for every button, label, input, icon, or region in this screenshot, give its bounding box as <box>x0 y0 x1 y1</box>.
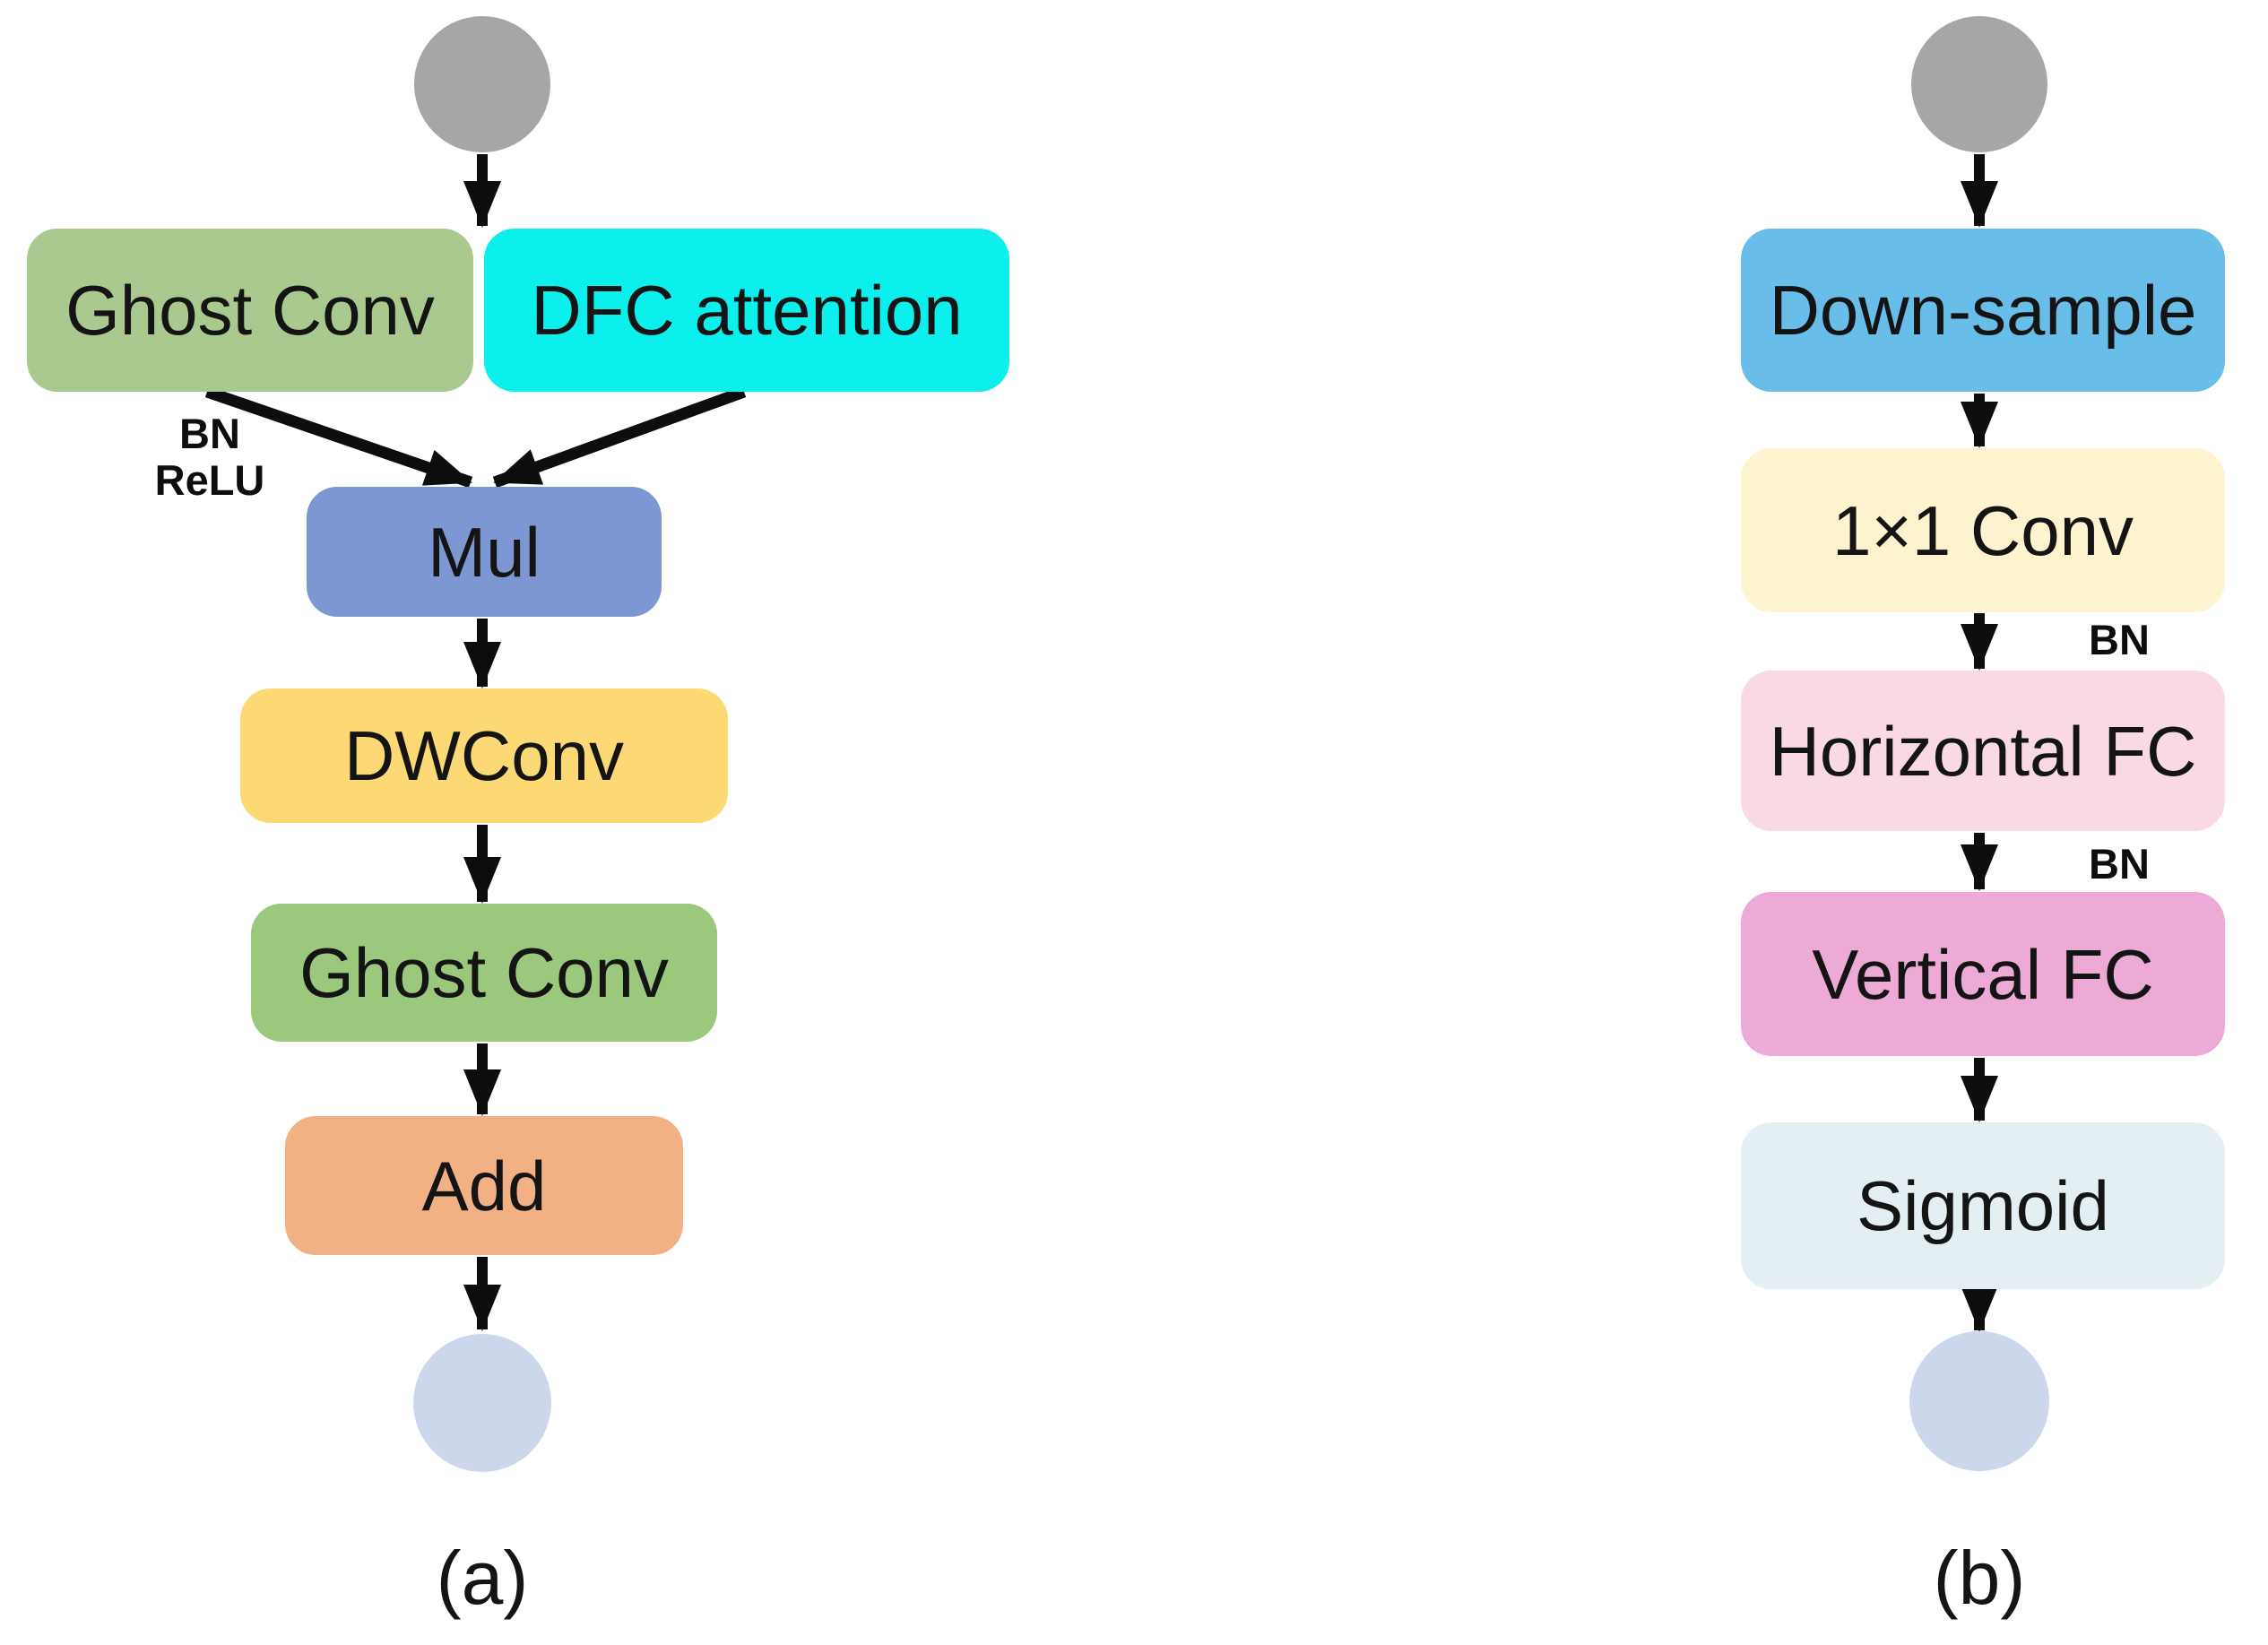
horizontal-fc-box: Horizontal FC <box>1741 671 2225 831</box>
dfc-attention-box: DFC attention <box>484 229 1009 392</box>
bn-annotation-1: BN <box>2089 616 2150 663</box>
mul-box: Mul <box>307 487 662 617</box>
add-box: Add <box>285 1116 683 1255</box>
arrow-dfc-to-mul <box>492 385 747 489</box>
vertical-fc-box: Vertical FC <box>1741 892 2225 1056</box>
bn-relu-annotation: BN ReLU <box>120 411 299 504</box>
bn-annotation-line: BN <box>179 410 240 457</box>
conv-1x1-box: 1×1 Conv <box>1741 448 2225 612</box>
ghost-conv-bottom-box: Ghost Conv <box>251 904 717 1042</box>
sigmoid-box: Sigmoid <box>1741 1122 2225 1289</box>
ghost-conv-top-box: Ghost Conv <box>27 229 473 392</box>
bn-annotation-2: BN <box>2089 840 2150 887</box>
output-node-circle-a <box>413 1334 551 1472</box>
dwconv-box: DWConv <box>240 688 728 823</box>
relu-annotation-line: ReLU <box>154 456 265 504</box>
input-node-circle-a <box>414 16 550 152</box>
panel-b-caption: (b) <box>1933 1536 2026 1620</box>
down-sample-box: Down-sample <box>1741 229 2225 392</box>
panel-a-caption: (a) <box>436 1536 529 1620</box>
output-node-circle-b <box>1909 1331 2049 1471</box>
input-node-circle-b <box>1911 16 2047 152</box>
